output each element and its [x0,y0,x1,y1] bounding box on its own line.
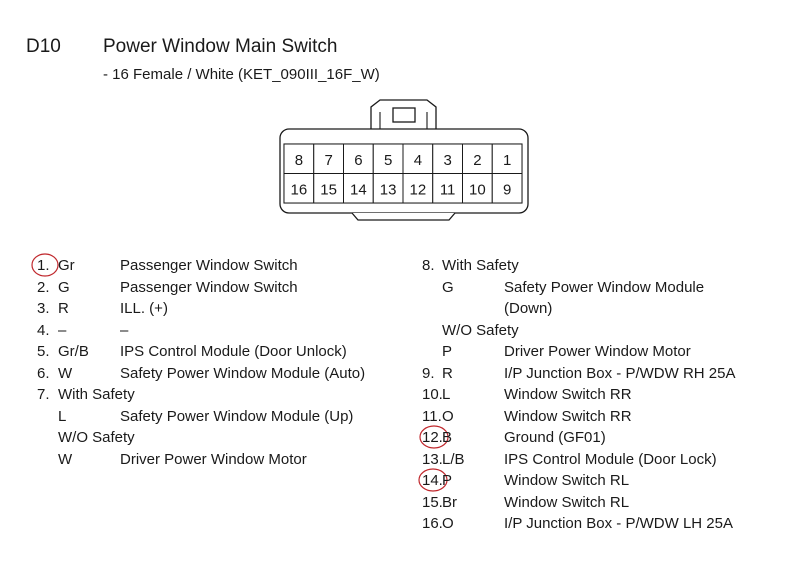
connector-code: D10 [26,36,61,57]
pin-number: 2 [473,152,481,169]
pin-number: 16 [291,181,308,198]
pin-pin: 14. [422,472,443,489]
pin-color: R [58,300,69,317]
annotation-circle [31,253,59,277]
pin-cell [491,143,523,174]
pin-number: 13 [380,181,397,198]
pin-desc: Window Switch RL [504,493,630,511]
pin-desc: – [120,321,129,339]
connector-latch-tab [392,107,416,123]
pin-pin: 6. [37,364,50,382]
pin-desc: IPS Control Module (Door Lock) [504,450,717,468]
pin-desc: Window Switch RL [504,472,630,489]
pin-color: B [442,429,453,446]
pin-desc: Passenger Window Switch [120,257,298,274]
pin-number: 3 [443,152,451,169]
pin-desc: (Down) [504,300,553,317]
pin-number: 11 [440,181,456,198]
pin-cell [432,173,463,204]
pin-color: W/O Safety [58,429,135,446]
pin-color: G [58,278,70,296]
pin-desc: Passenger Window Switch [120,278,298,296]
pin-pin: 2. [37,278,50,296]
pin-desc: Ground (GF01) [504,429,606,446]
pin-cell [372,143,404,174]
pin-number: 10 [469,181,486,198]
pin-color: L [442,386,451,403]
pin-color: P [442,472,453,489]
pin-pin: 8. [422,257,435,274]
pin-cell [491,173,523,204]
pin-number: 15 [320,181,337,198]
pin-pin: 7. [37,386,50,403]
pin-color: With Safety [58,386,135,403]
pin-cell [313,143,344,174]
pin-pin: 3. [37,300,50,317]
pin-pin: 10. [422,386,443,403]
pin-cell [462,143,493,174]
pin-color: Br [442,493,457,511]
pin-number: 1 [503,152,511,169]
pin-desc: I/P Junction Box - P/WDW LH 25A [504,515,733,532]
pin-desc: Window Switch RR [504,407,632,425]
pin-number: 4 [414,152,422,169]
pin-cell [402,173,434,204]
pin-desc: ILL. (+) [120,300,168,317]
annotation-circle [418,468,448,492]
pin-desc: Safety Power Window Module [504,278,705,296]
pin-color: P [442,343,453,360]
pin-color: With Safety [442,257,519,274]
pin-desc: Safety Power Window Module (Up) [120,407,354,425]
pin-cell [313,173,344,204]
pin-color: W/O Safety [442,321,519,339]
pin-desc: I/P Junction Box - P/WDW RH 25A [504,364,736,382]
pin-color: L/B [442,450,465,468]
pin-color: L [58,407,67,425]
pin-color: W [58,364,73,382]
pin-pin: 16. [422,515,443,532]
pin-pin: 4. [37,321,50,339]
pin-pin: 11. [422,407,442,425]
pin-color: G [442,278,454,296]
pin-desc: Driver Power Window Motor [120,450,307,468]
pin-color: W [58,450,73,468]
pin-color: Gr/B [58,343,89,360]
pin-cell [372,173,404,204]
pin-number: 7 [324,152,332,169]
pin-number: 9 [503,181,511,198]
connector-key [351,212,456,221]
pin-color: O [442,515,454,532]
pin-desc: Driver Power Window Motor [504,343,691,360]
pin-pin: 9. [422,364,435,382]
pin-pin: 12. [422,429,443,446]
pin-pin: 1. [37,257,50,274]
pin-number: 5 [384,152,392,169]
pin-number: 6 [354,152,362,169]
pin-desc: Window Switch RR [504,386,632,403]
pin-number: 12 [410,181,427,198]
connector-subtitle: - 16 Female / White (KET_090III_16F_W) [103,66,380,83]
pin-pin: 5. [37,343,50,360]
annotation-circle [419,425,449,449]
pin-color: R [442,364,453,382]
pin-cell [283,143,315,174]
pin-desc: IPS Control Module (Door Unlock) [120,343,347,360]
pin-pin: 15. [422,493,443,511]
pin-color: Gr [58,257,75,274]
pin-color: O [442,407,454,425]
pin-cell [343,173,374,204]
pin-number: 14 [350,181,367,198]
pin-cell [283,173,315,204]
connector-title: Power Window Main Switch [103,36,338,57]
pin-desc: Safety Power Window Module (Auto) [120,364,366,382]
pin-pin: 13. [422,450,443,468]
pin-number: 8 [295,152,303,169]
pin-color: – [58,321,67,339]
